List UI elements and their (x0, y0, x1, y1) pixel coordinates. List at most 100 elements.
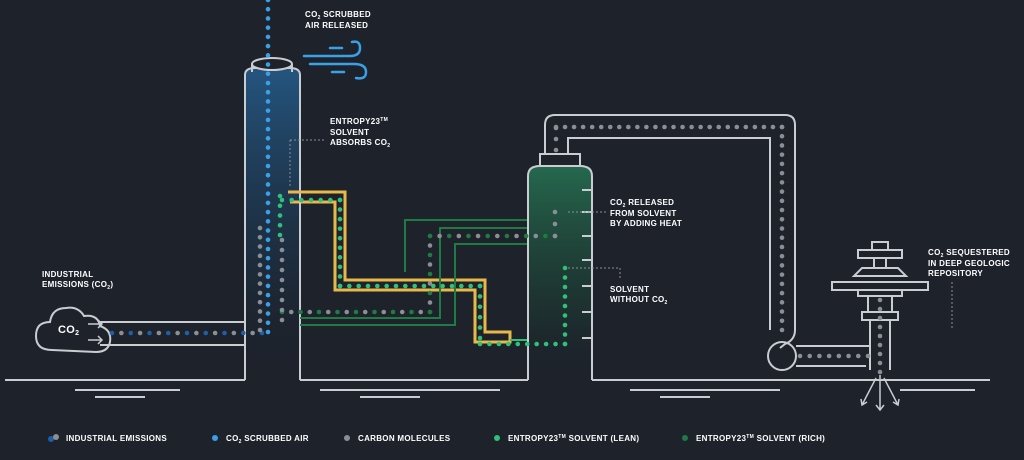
particle-dot (288, 309, 294, 315)
particle-dot (257, 299, 263, 305)
particle-dot (877, 351, 883, 357)
particle-dot (743, 124, 749, 130)
ground-lines (5, 379, 990, 398)
particle-dot (257, 327, 263, 333)
particle-dot (477, 294, 483, 299)
particle-dot (257, 253, 263, 259)
particle-dot (265, 62, 271, 67)
particle-dot (607, 124, 613, 130)
particle-dot (307, 309, 313, 315)
particle-dot (265, 191, 271, 196)
rich-solvent-dot-icon (682, 435, 688, 441)
particle-dot (779, 281, 785, 287)
stripper-tower (527, 153, 593, 380)
legend-lean-solvent: ENTROPY23TM SOLVENT (LEAN) (494, 431, 639, 445)
particle-dot (165, 330, 171, 336)
particle-dot (865, 353, 871, 359)
particle-dot (137, 330, 143, 336)
particle-dot (514, 233, 519, 239)
compressor (767, 341, 870, 371)
particle-dot (128, 330, 134, 336)
particle-dot (477, 304, 483, 310)
particle-dot (279, 247, 285, 253)
particle-dot (855, 353, 861, 359)
particle-dot (337, 245, 343, 251)
particle-dot (779, 235, 785, 241)
particle-dot (877, 315, 883, 321)
particle-dot (277, 222, 283, 228)
particle-dot (203, 330, 209, 336)
particle-dot (779, 216, 785, 222)
particle-dot (175, 330, 180, 336)
particle-dot (437, 233, 442, 239)
particle-dot (427, 271, 433, 277)
particle-dot (277, 193, 283, 199)
particle-dot (580, 124, 586, 130)
particle-dot (562, 303, 568, 309)
particle-dot (553, 147, 559, 153)
particle-dot (257, 234, 263, 240)
particle-dot (265, 172, 271, 178)
particle-dot (807, 353, 813, 359)
particle-dot (779, 143, 785, 148)
particle-dot (506, 341, 511, 347)
particle-dot (265, 265, 271, 270)
solvent-piping (300, 219, 528, 341)
particle-dot (337, 207, 343, 212)
particle-dot (515, 341, 521, 347)
particle-dot (562, 332, 568, 337)
particle-dot (553, 124, 559, 130)
particle-dot (265, 145, 271, 150)
particle-dot (562, 265, 568, 271)
particle-dot (257, 309, 263, 314)
particle-dot (779, 133, 785, 139)
particle-dot (662, 124, 667, 130)
particle-dot (779, 318, 785, 324)
callout-lines (289, 139, 953, 330)
particle-dot (265, 255, 271, 261)
legend-scrubbed-air: CO2 SCRUBBED AIR (212, 431, 309, 445)
particle-dot (257, 225, 263, 231)
particle-dot (257, 262, 263, 268)
emissions-duct (100, 321, 246, 352)
particle-dot (877, 333, 883, 339)
particle-dot (212, 330, 218, 336)
particle-dot (562, 341, 568, 347)
particle-dot (403, 283, 408, 289)
particle-dot (533, 233, 539, 239)
particle-dot (598, 124, 604, 130)
particle-dot (779, 253, 785, 259)
label-co2-released: CO2 RELEASED FROM SOLVENT BY ADDING HEAT (610, 198, 683, 228)
particle-dot (353, 309, 359, 315)
particle-dot (534, 341, 539, 347)
particle-dot (265, 200, 271, 206)
particle-dot (265, 311, 271, 316)
lean-solvent-dot-icon (494, 435, 500, 441)
label-scrubbed-air: CO2 SCRUBBED AIR RELEASED (305, 10, 371, 30)
wind-icon (302, 40, 368, 80)
particle-dot (412, 283, 417, 289)
particle-dot (877, 306, 883, 312)
particle-dot (240, 330, 246, 336)
particle-dot (147, 330, 152, 336)
particle-dot (466, 233, 471, 239)
particle-dot (877, 297, 883, 303)
particle-dot (344, 309, 350, 315)
particle-dot (257, 272, 263, 277)
particle-dot (362, 309, 368, 315)
particle-dot (552, 209, 558, 215)
particle-dot (689, 124, 694, 130)
particle-dot (826, 353, 832, 359)
particle-dot (265, 283, 271, 289)
particle-dot (337, 274, 343, 279)
particle-dot (409, 309, 414, 315)
injection-arrows-icon (860, 375, 900, 412)
particle-dot (485, 233, 490, 239)
label-absorbs: ENTROPY23TM SOLVENT ABSORBS CO2 (330, 117, 391, 149)
particle-dot (265, 219, 271, 224)
particle-dot (734, 124, 740, 130)
particle-dot (698, 124, 703, 130)
particle-dot (257, 318, 263, 324)
particle-dot (265, 126, 271, 132)
